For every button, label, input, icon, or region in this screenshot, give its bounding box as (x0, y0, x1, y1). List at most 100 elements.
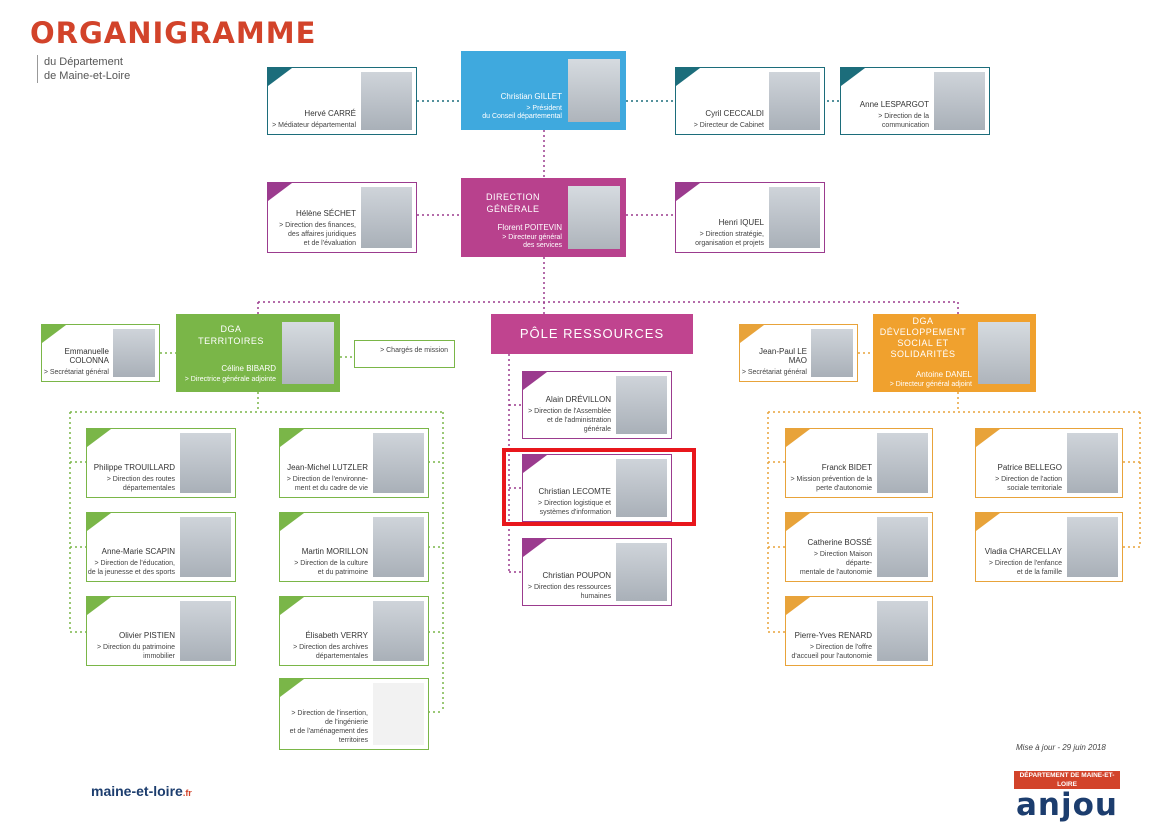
person-card: Martin MORILLON> Direction de la culture… (279, 512, 429, 582)
person-name: Pierre-Yves RENARD (794, 631, 872, 640)
box-label: > Chargés de mission (380, 347, 448, 354)
corner-marker (87, 597, 111, 615)
page-title: ORGANIGRAMME (30, 16, 317, 50)
person-name: Christian POUPON (542, 571, 611, 580)
person-photo (113, 329, 155, 377)
update-date: Mise à jour - 29 juin 2018 (1016, 743, 1106, 752)
person-role: > Secrétariat général (43, 369, 109, 376)
corner-marker (786, 513, 810, 531)
subtitle-line: de Maine-et-Loire (44, 70, 131, 82)
page-subtitle: du Département de Maine-et-Loire (37, 55, 130, 83)
box-title: DIRECTION GÉNÉRALE (486, 192, 540, 214)
person-role: > Direction de l'action sociale territor… (995, 476, 1062, 492)
person-photo (934, 72, 985, 130)
corner-marker (740, 325, 764, 343)
person-name: Vladia CHARCELLAY (984, 547, 1062, 556)
anjou-logo: DÉPARTEMENT DE MAINE-ET-LOIRE anjou (1014, 771, 1120, 821)
president-photo (568, 59, 620, 122)
person-role: > Direction des ressources humaines (527, 584, 611, 600)
person-name: Hélène SÉCHET (295, 209, 356, 218)
person-role: > Direction de l'Assemblée et de l'admin… (528, 408, 611, 433)
person-role: > Direction de l'environne- ment et du c… (286, 476, 368, 492)
person-name: Florent POITEVIN (497, 223, 562, 232)
corner-marker (280, 429, 304, 447)
person-photo (769, 72, 820, 130)
person-photo-placeholder (373, 683, 424, 745)
person-role: > Secrétariat général (741, 369, 807, 376)
person-role: > Direction stratégie, organisation et p… (695, 231, 764, 247)
website-link[interactable]: maine-et-loire.fr (91, 783, 192, 799)
box-title-line: TERRITOIRES (198, 336, 264, 346)
person-photo (616, 543, 667, 601)
person-name: Martin MORILLON (301, 547, 368, 556)
person-card: Cyril CECCALDI> Directeur de Cabinet (675, 67, 825, 135)
corner-marker (87, 513, 111, 531)
box-title-line: SOLIDARITÉS (890, 349, 956, 359)
corner-marker (42, 325, 66, 343)
person-photo (877, 601, 928, 661)
person-name: Henri IQUEL (718, 218, 764, 227)
corner-marker (523, 455, 547, 473)
person-name: Christian LECOMTE (538, 487, 611, 496)
person-role: > Direction des finances, des affaires j… (279, 222, 356, 247)
person-role: > Directrice générale adjointe (184, 376, 276, 383)
person-card: Jean-Paul LE MAO> Secrétariat général (739, 324, 858, 382)
person-name: Catherine BOSSÉ (807, 538, 872, 547)
dga-photo (282, 322, 334, 384)
person-card: Franck BIDET> Mission prévention de la p… (785, 428, 933, 498)
person-card: Pierre-Yves RENARD > Direction de l'offre… (785, 596, 933, 666)
person-role: > Direction Maison départe- mentale de l… (799, 551, 872, 576)
person-photo (373, 601, 424, 661)
pole-ressources-header: PÔLE RESSOURCES (491, 314, 693, 354)
person-name: Emmanuelle COLONNA (64, 347, 109, 365)
person-role: > Président du Conseil départemental (482, 105, 562, 120)
person-role: > Direction de l'offre d'accueil pour l'… (791, 644, 873, 660)
person-name: Antoine DANEL (915, 370, 972, 379)
person-card: Olivier PISTIEN> Direction du patrimoine… (86, 596, 236, 666)
person-role: > Direction des archives départementales (293, 644, 368, 660)
person-photo (180, 517, 231, 577)
person-name: Céline BIBARD (221, 364, 276, 373)
person-role: > Direction de l'éducation, de la jeunes… (87, 560, 175, 576)
box-title: DGA DÉVELOPPEMENT SOCIAL ET SOLIDARITÉS (875, 316, 971, 360)
person-card: Catherine BOSSÉ > Direction Maison départ… (785, 512, 933, 582)
logo-banner: DÉPARTEMENT DE MAINE-ET-LOIRE (1014, 771, 1120, 789)
person-name: Hervé CARRÉ (304, 109, 356, 118)
box-title-line: DGA (912, 316, 934, 326)
box-title-line: DÉVELOPPEMENT (879, 327, 967, 337)
selection-highlight (502, 448, 696, 526)
corner-marker (280, 513, 304, 531)
person-role: > Direction des routes départementales (106, 476, 175, 492)
corner-marker (976, 513, 1000, 531)
person-card: Jean-Michel LUTZLER > Direction de l'envi… (279, 428, 429, 498)
person-photo (616, 376, 667, 434)
person-photo (877, 517, 928, 577)
person-card: Emmanuelle COLONNA > Secrétariat général (41, 324, 160, 382)
person-card: Henri IQUEL > Direction stratégie, organi… (675, 182, 825, 253)
person-photo (180, 601, 231, 661)
corner-marker (268, 68, 292, 86)
person-name: Anne LESPARGOT (859, 100, 929, 109)
person-name: Cyril CECCALDI (705, 109, 764, 118)
dga-social-card: DGA DÉVELOPPEMENT SOCIAL ET SOLIDARITÉS … (873, 314, 1036, 392)
person-card: Élisabeth VERRY > Direction des archives … (279, 596, 429, 666)
person-card: Alain DRÉVILLON> Direction de l'Assemblé… (522, 371, 672, 439)
dg-photo (568, 186, 620, 249)
person-photo (616, 459, 667, 517)
corner-marker (786, 429, 810, 447)
subtitle-line: du Département (44, 56, 123, 68)
person-photo (877, 433, 928, 493)
person-name: Jean-Michel LUTZLER (287, 463, 368, 472)
person-card: Patrice BELLEGO> Direction de l'action s… (975, 428, 1123, 498)
corner-marker (523, 372, 547, 390)
person-card: Anne LESPARGOT > Direction de la communic… (840, 67, 990, 135)
president-card: Christian GILLET > Président du Conseil … (461, 51, 626, 130)
person-name: Élisabeth VERRY (305, 631, 368, 640)
box-title: DGA TERRITOIRES (190, 323, 272, 347)
person-role: > Direction de la communication (878, 113, 929, 129)
charges-mission-box: > Chargés de mission (354, 340, 455, 368)
box-title-line: SOCIAL ET (897, 338, 949, 348)
person-card: Vladia CHARCELLAY> Direction de l'enfanc… (975, 512, 1123, 582)
corner-marker (280, 679, 304, 697)
